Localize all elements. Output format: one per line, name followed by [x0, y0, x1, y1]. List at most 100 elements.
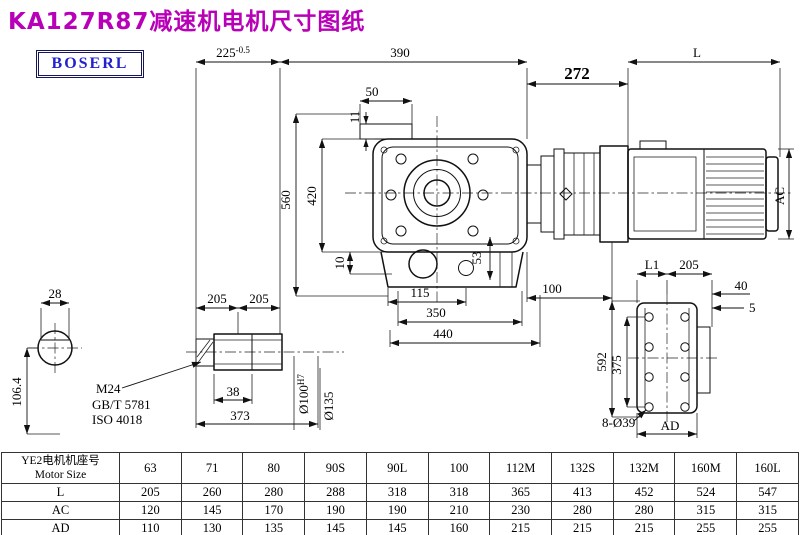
- table-header-row: YE2电机机座号 Motor Size 63 71 80 90S 90L 100…: [1, 452, 799, 484]
- shaft-detail-view: [195, 333, 283, 371]
- dim-375-label: 375: [609, 355, 624, 375]
- table-cell: 280: [242, 483, 306, 502]
- dim-272-label: 272: [564, 64, 590, 83]
- table-cell: 145: [365, 519, 429, 535]
- m24-label: M24: [96, 381, 121, 396]
- table-cell: 145: [180, 501, 244, 520]
- table-cell: 365: [489, 483, 553, 502]
- dim-AD: AD: [637, 418, 697, 438]
- note-bolts: 8-Ø39: [602, 409, 647, 430]
- dim-28: 28: [41, 286, 69, 307]
- table-header-en: Motor Size: [34, 469, 87, 481]
- table-row-AC: AC 120 145 170 190 190 210 230 280 280 3…: [1, 501, 799, 520]
- table-cell: 318: [427, 483, 491, 502]
- page-title: KA127R87减速机电机尺寸图纸: [8, 9, 366, 35]
- rear-view: [636, 302, 711, 414]
- dim-5: 5: [712, 300, 756, 315]
- dim-350-label: 350: [426, 305, 446, 320]
- table-cell: 112M: [489, 452, 553, 484]
- dim-hub: Ø135: [321, 392, 336, 421]
- dim-L1: L1: [637, 257, 667, 278]
- row-label: AD: [1, 519, 120, 535]
- dim-28-label: 28: [49, 286, 62, 301]
- table-cell: 190: [365, 501, 429, 520]
- dim-40-label: 40: [735, 278, 748, 293]
- table-cell: 288: [304, 483, 367, 502]
- table-cell: 547: [736, 483, 799, 502]
- table-header-cell: YE2电机机座号 Motor Size: [1, 452, 120, 484]
- dim-50-label: 50: [366, 84, 379, 99]
- dim-38-label: 38: [227, 384, 240, 399]
- dim-592-label: 592: [594, 352, 609, 372]
- coupling-symbol-icon: [559, 187, 573, 201]
- table-cell: 160: [427, 519, 491, 535]
- table-cell: 100: [427, 452, 491, 484]
- gearbox-front-view: [359, 123, 528, 288]
- table-cell: 145: [304, 519, 367, 535]
- table-cell: 215: [551, 519, 614, 535]
- table-cell: 160M: [674, 452, 738, 484]
- dim-115-label: 115: [410, 285, 429, 300]
- dim-205c: 205: [667, 257, 712, 278]
- table-cell: 205: [119, 483, 182, 502]
- table-cell: 280: [612, 501, 676, 520]
- dim-L1-label: L1: [645, 257, 659, 272]
- extension-lines: [27, 68, 794, 438]
- boserl-logo-text: BOSERL: [51, 55, 129, 72]
- dim-592: 592: [594, 301, 616, 417]
- dim-53: 53: [469, 237, 494, 280]
- dim-390: 390: [280, 45, 527, 66]
- table-cell: 132M: [612, 452, 676, 484]
- dim-11-label: 11: [347, 111, 362, 124]
- table-cell: 318: [365, 483, 429, 502]
- dim-350: 350: [398, 305, 522, 326]
- dim-205a-label: 205: [207, 291, 227, 306]
- boserl-logo: BOSERL: [36, 50, 144, 78]
- table-cell: 110: [119, 519, 182, 535]
- motor-size-table: YE2电机机座号 Motor Size 63 71 80 90S 90L 100…: [1, 452, 799, 535]
- table-cell: 170: [242, 501, 306, 520]
- dim-373: 373: [196, 408, 318, 428]
- dim-205b: 205: [238, 291, 280, 312]
- table-cell: 255: [674, 519, 738, 535]
- table-row-L: L 205 260 280 288 318 318 365 413 452 52…: [1, 483, 799, 502]
- dim-bore: Ø100H7: [296, 374, 311, 414]
- dim-373-label: 373: [230, 408, 250, 423]
- dim-11: 11: [347, 111, 369, 151]
- table-cell: 413: [551, 483, 614, 502]
- dim-motor-length: L: [628, 45, 780, 66]
- gbt-label: GB/T 5781: [92, 397, 151, 412]
- dim-AC: AC: [772, 149, 793, 239]
- table-row-AD: AD 110 130 135 145 145 160 215 215 215 2…: [1, 519, 799, 535]
- technical-drawing: 225-0.5 390 272 L 50 11 560: [9, 45, 794, 438]
- note-m24: M24 GB/T 5781 ISO 4018: [92, 361, 202, 427]
- table-cell: 80: [242, 452, 306, 484]
- table-cell: 210: [427, 501, 491, 520]
- table-cell: 315: [736, 501, 799, 520]
- table-cell: 90L: [365, 452, 429, 484]
- table-cell: 452: [612, 483, 676, 502]
- dim-560-label: 560: [278, 190, 293, 210]
- dim-10: 10: [332, 252, 354, 274]
- dim-205a: 205: [196, 291, 238, 312]
- dim-53-label: 53: [469, 252, 484, 265]
- dim-5-label: 5: [749, 300, 756, 315]
- table-cell: 215: [489, 519, 553, 535]
- table-cell: 230: [489, 501, 553, 520]
- iso-label: ISO 4018: [92, 412, 142, 427]
- dim-100: 100: [527, 281, 612, 302]
- table-cell: 215: [612, 519, 676, 535]
- dim-40: 40: [712, 278, 750, 298]
- dim-106-4: 106.4: [9, 348, 31, 434]
- dim-272: 272: [527, 64, 628, 88]
- bore-label: Ø100H7: [296, 374, 311, 414]
- dim-100-label: 100: [542, 281, 562, 296]
- table-cell: 524: [674, 483, 738, 502]
- dim-225-label: 225-0.5: [216, 45, 250, 60]
- dim-205b-label: 205: [249, 291, 269, 306]
- dim-AD-label: AD: [661, 418, 680, 433]
- dim-560: 560: [278, 114, 300, 296]
- table-cell: 255: [736, 519, 799, 535]
- table-cell: 132S: [551, 452, 614, 484]
